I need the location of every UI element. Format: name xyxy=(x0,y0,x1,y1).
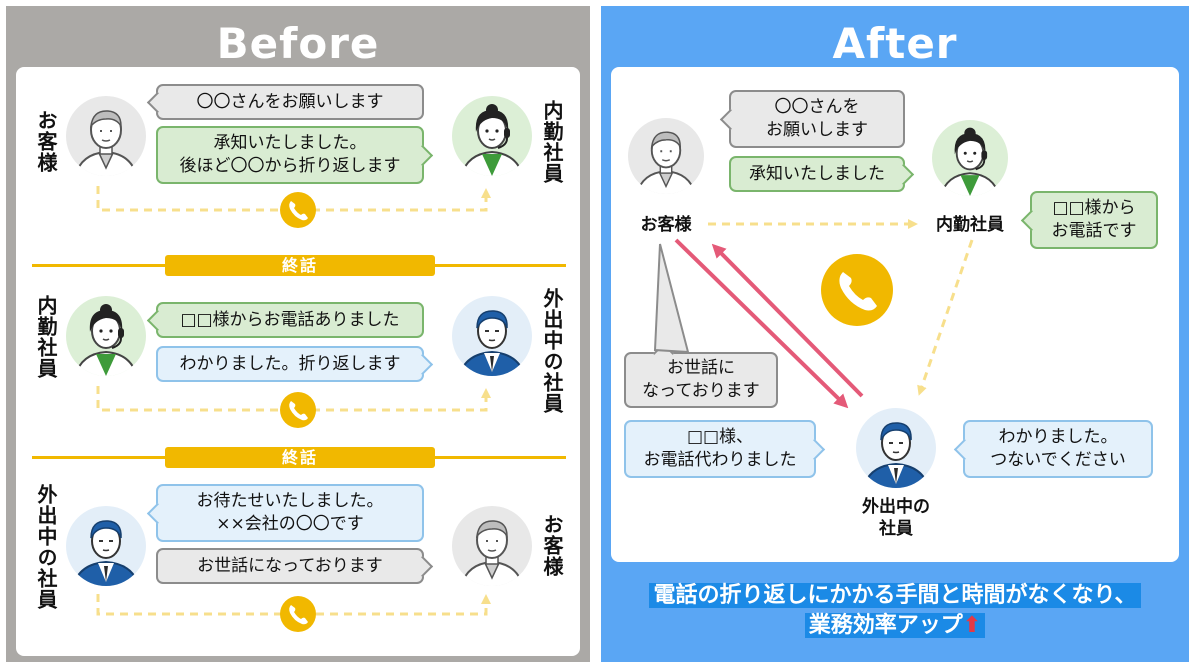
after-outside-to-customer-bubble: □□様、 お電話代わりました xyxy=(624,420,816,478)
staff-avatar-icon xyxy=(452,96,532,176)
s2-report-bubble: □□様からお電話ありました xyxy=(156,302,424,338)
customer-avatar-icon xyxy=(452,506,532,586)
footer-line-2: 業務効率アップ⬆ xyxy=(804,613,986,638)
staff-avatar-icon xyxy=(932,120,1008,196)
s2-outside-label: 外出中の社員 xyxy=(540,288,564,414)
after-request-bubble: 〇〇さんを お願いします xyxy=(729,90,905,148)
after-greeting-bubble: お世話に なっております xyxy=(624,352,778,408)
s3-outside-label: 外出中の社員 xyxy=(34,484,58,610)
s3-customer-label: お客様 xyxy=(540,514,564,577)
outside-staff-avatar-icon xyxy=(856,408,936,488)
s1-staff-label: 内勤社員 xyxy=(540,100,564,184)
s1-reply-bubble: 承知いたしました。 後ほど〇〇から折り返します xyxy=(156,126,424,184)
staff-avatar-icon xyxy=(66,296,146,376)
after-customer-label: お客様 xyxy=(640,215,692,235)
footer-line-1: 電話の折り返しにかかる手間と時間がなくなり、 xyxy=(649,583,1141,608)
s3-call-bubble: お待たせいたしました。 ××会社の〇〇です xyxy=(156,484,424,542)
s1-request-bubble: 〇〇さんをお願いします xyxy=(156,84,424,120)
after-outside-reply-bubble: わかりました。 つないでください xyxy=(963,420,1153,478)
s2-reply-bubble: わかりました。折り返します xyxy=(156,346,424,382)
customer-avatar-icon xyxy=(66,96,146,176)
s3-reply-bubble: お世話になっております xyxy=(156,548,424,584)
before-title: Before xyxy=(216,19,380,68)
end-call-badge-2: 終話 xyxy=(165,447,435,468)
after-staff-to-outside-bubble: □□様から お電話です xyxy=(1030,191,1158,249)
after-staff-label: 内勤社員 xyxy=(936,215,1004,235)
customer-avatar-icon xyxy=(628,118,704,194)
outside-staff-avatar-icon xyxy=(452,296,532,376)
after-title: After xyxy=(832,19,958,68)
after-staff-reply-bubble: 承知いたしました xyxy=(729,156,905,192)
up-arrow-icon: ⬆ xyxy=(962,613,982,638)
footer-message: 電話の折り返しにかかる手間と時間がなくなり、 業務効率アップ⬆ xyxy=(601,581,1189,641)
outside-staff-avatar-icon xyxy=(66,506,146,586)
s2-staff-label: 内勤社員 xyxy=(34,295,58,379)
end-call-badge-1: 終話 xyxy=(165,255,435,276)
after-outside-label: 外出中の 社員 xyxy=(862,497,930,539)
s1-customer-label: お客様 xyxy=(34,110,58,173)
